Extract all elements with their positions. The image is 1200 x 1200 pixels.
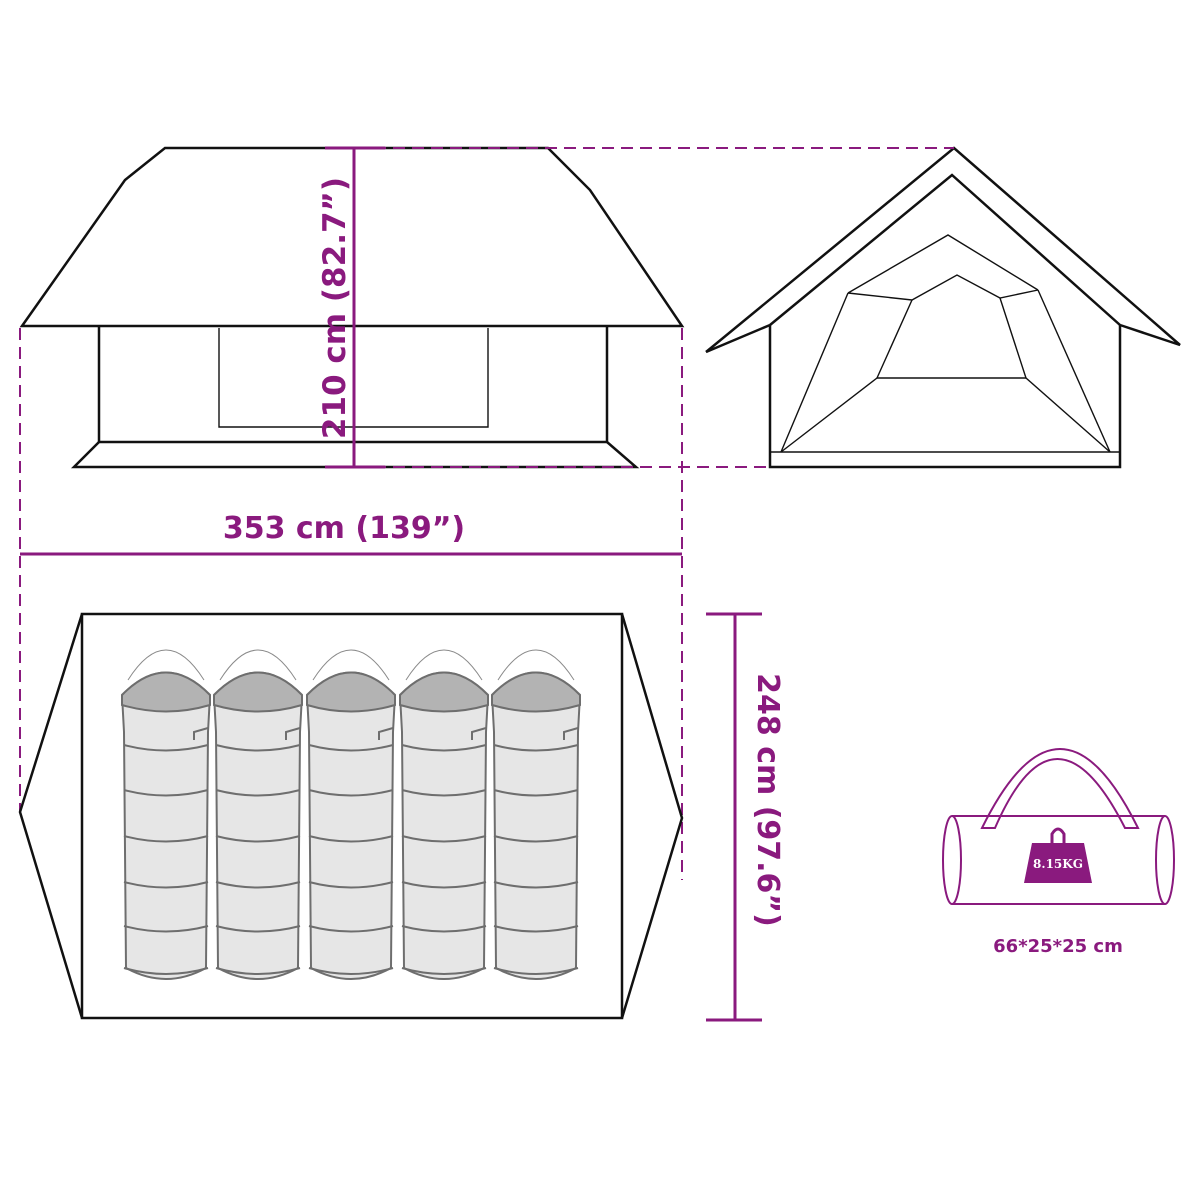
- sleeping-bag-icon: [398, 649, 490, 980]
- tent-side-view: [705, 146, 1181, 469]
- sleeping-bag-icon: [120, 649, 212, 980]
- depth-dimension: 248 cm (97.6”): [706, 612, 785, 1022]
- width-dimension: 353 cm (139”): [20, 511, 682, 556]
- depth-label: 248 cm (97.6”): [750, 673, 785, 927]
- weight-label: 8.15KG: [1033, 857, 1083, 871]
- tent-floor-plan: [18, 612, 684, 1020]
- height-label: 210 cm (82.7”): [317, 177, 353, 439]
- sleeping-bag-icon: [305, 649, 397, 980]
- height-dimension: 210 cm (82.7”): [317, 146, 385, 469]
- sleeping-bag-icon: [490, 649, 582, 980]
- sleeping-bag-icon: [212, 649, 304, 980]
- width-label: 353 cm (139”): [223, 511, 465, 546]
- bag-size-label: 66*25*25 cm: [993, 936, 1123, 957]
- carry-bag-icon: 8.15KG: [942, 748, 1175, 905]
- dimension-guides: [19, 147, 954, 880]
- weight-icon: 8.15KG: [1024, 827, 1092, 883]
- sleeping-bags: [120, 649, 582, 980]
